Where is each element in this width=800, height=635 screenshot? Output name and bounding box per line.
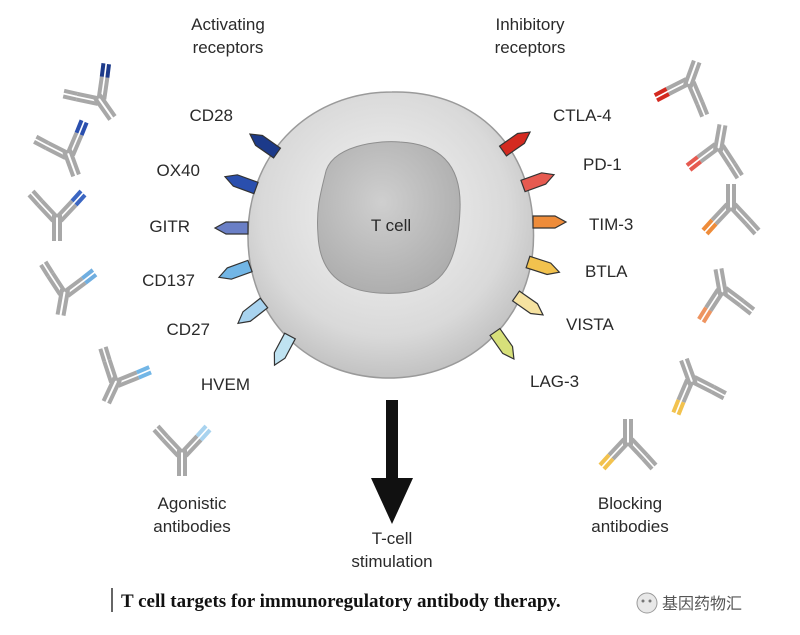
nucleus bbox=[317, 141, 461, 294]
activating-receptor-cd137-label: CD137 bbox=[142, 271, 195, 290]
t-cell-label: T cell bbox=[371, 216, 411, 235]
agonistic-antibody bbox=[27, 189, 87, 243]
activating-receptor-cd27-label: CD27 bbox=[167, 320, 210, 339]
inhibitory-receptor-ctla-4 bbox=[498, 131, 532, 157]
activating-receptor-ox40-label: OX40 bbox=[157, 161, 200, 180]
agonistic-antibody bbox=[58, 59, 138, 137]
activating-receptor-ox40 bbox=[223, 174, 259, 195]
inhibitory-receptor-vista bbox=[511, 290, 545, 316]
activating-receptor-cd28-label: CD28 bbox=[190, 106, 233, 125]
stimulation-label-line2: stimulation bbox=[351, 552, 432, 571]
inhibitory-heading-line1: Inhibitory bbox=[496, 15, 565, 34]
inhibitory-receptor-lag-3 bbox=[489, 327, 515, 361]
inhibitory-receptor-lag-3-label: LAG-3 bbox=[530, 372, 579, 391]
blocking-antibody bbox=[598, 417, 658, 471]
activating-receptor-hvem-label: HVEM bbox=[201, 375, 250, 394]
inhibitory-receptor-ctla-4-label: CTLA-4 bbox=[553, 106, 612, 125]
activating-heading-line2: receptors bbox=[193, 38, 264, 57]
activating-receptor-cd28 bbox=[248, 133, 282, 159]
activating-receptor-cd27 bbox=[237, 297, 269, 325]
activating-receptor-gitr bbox=[213, 221, 249, 235]
agonistic-label-line2: antibodies bbox=[153, 517, 231, 536]
blocking-antibody bbox=[651, 50, 726, 121]
inhibitory-receptor-pd-1-label: PD-1 bbox=[583, 155, 622, 174]
blocking-label-line2: antibodies bbox=[591, 517, 669, 536]
blocking-label-line1: Blocking bbox=[598, 494, 662, 513]
agonistic-antibody-group bbox=[27, 59, 212, 478]
watermark: 基因药物汇 bbox=[636, 592, 742, 614]
agonistic-antibody bbox=[30, 116, 105, 188]
inhibitory-receptor-btla bbox=[525, 255, 561, 276]
watermark-text: 基因药物汇 bbox=[662, 594, 742, 613]
inhibitory-receptor-btla-label: BTLA bbox=[585, 262, 628, 281]
activating-receptor-gitr-label: GITR bbox=[149, 217, 190, 236]
agonistic-antibody bbox=[152, 424, 212, 478]
inhibitory-heading-line2: receptors bbox=[495, 38, 566, 57]
activating-receptor-cd137 bbox=[217, 259, 253, 280]
blocking-antibody bbox=[701, 182, 761, 236]
activating-heading-line1: Activating bbox=[191, 15, 265, 34]
agonistic-antibody bbox=[30, 258, 99, 322]
blocking-antibody bbox=[684, 118, 753, 182]
activating-receptor-hvem bbox=[273, 332, 297, 367]
blocking-antibody bbox=[688, 262, 757, 325]
inhibitory-receptor-pd-1 bbox=[520, 172, 556, 193]
inhibitory-receptor-tim-3-label: TIM-3 bbox=[589, 215, 633, 234]
blocking-antibody-group bbox=[598, 50, 761, 471]
inhibitory-receptor-tim-3 bbox=[532, 215, 568, 229]
inhibitory-receptor-vista-label: VISTA bbox=[566, 315, 615, 334]
stimulation-arrow bbox=[371, 400, 413, 524]
stimulation-label-line1: T-cell bbox=[372, 529, 413, 548]
blocking-antibody bbox=[655, 347, 730, 419]
agonistic-antibody bbox=[78, 343, 155, 417]
figure-caption: T cell targets for immunoregulatory anti… bbox=[121, 591, 561, 612]
wechat-icon bbox=[636, 592, 658, 614]
agonistic-label-line1: Agonistic bbox=[158, 494, 227, 513]
